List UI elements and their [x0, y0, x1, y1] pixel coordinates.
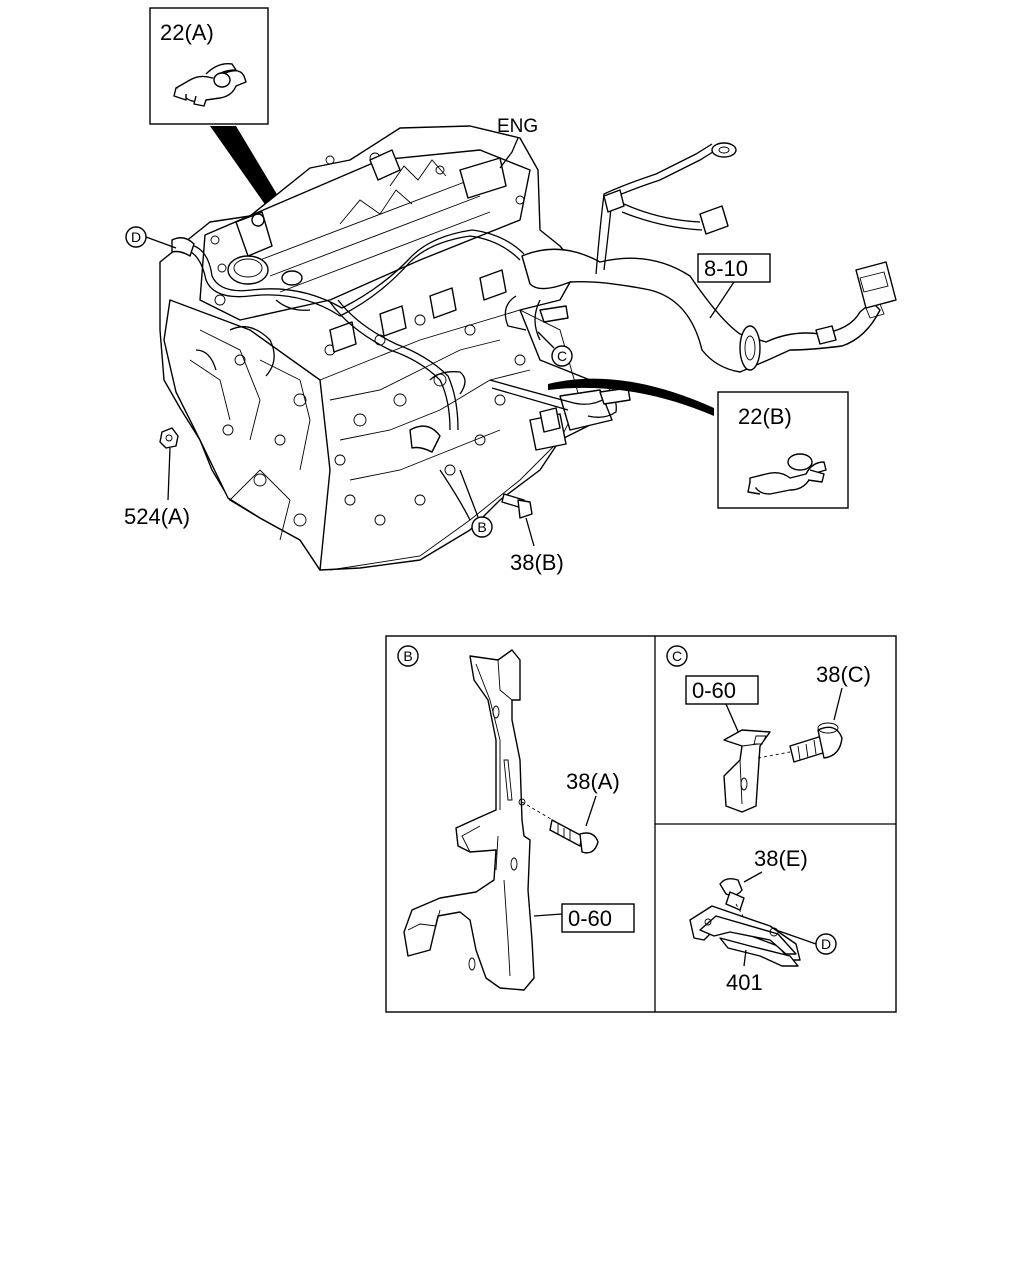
bolt-38c [757, 722, 843, 763]
panel-b-letter: B [403, 648, 412, 664]
detail-22a-frame [149, 7, 269, 125]
ref-c-callout: C [537, 331, 573, 367]
ref-c-letter: C [557, 348, 567, 364]
ref-b-letter: B [477, 519, 486, 535]
harness-8-10-label: 8-10 [704, 256, 748, 281]
bolt-38b-label: 38(B) [510, 550, 564, 575]
bracket-c-box [685, 675, 759, 705]
harness-8-10-leader [709, 281, 735, 319]
detail-22a: 22(A) [149, 7, 269, 125]
part-401-label: 401 [726, 970, 763, 995]
bracket-c-drawing [723, 729, 771, 813]
eng-leader [499, 137, 519, 169]
panel-b: B 38(A) 0-60 [397, 645, 635, 991]
eng-label: ENG [497, 116, 538, 137]
panel-c-letter: C [672, 648, 682, 664]
ref-d-callout: D [125, 226, 177, 249]
bolt-38a-label: 38(A) [566, 769, 620, 794]
harness-8-10 [489, 142, 897, 418]
bolt-38e [719, 877, 745, 919]
clip-22a-icon [173, 63, 247, 107]
detail-22a-label: 22(A) [160, 20, 214, 45]
bracket-b-box [561, 903, 635, 933]
harness-8-10-box [697, 253, 771, 283]
bolt-38c-label: 38(C) [816, 662, 871, 687]
panel-d: 38(E) D 401 [689, 846, 837, 995]
bolt-38b: 38(B) [501, 493, 564, 575]
leader-22b [548, 378, 714, 416]
bolt-38a [521, 801, 599, 854]
bracket-c-label: 0-60 [692, 678, 736, 703]
bracket-b-label: 0-60 [568, 906, 612, 931]
detail-22b-label: 22(B) [738, 404, 792, 429]
engine-assembly [159, 125, 613, 571]
detail-22b: 22(B) [717, 391, 849, 509]
bracket-b-drawing [403, 649, 535, 991]
panel-d-ref-letter: D [821, 936, 831, 952]
ref-d-letter: D [131, 229, 141, 245]
bracket-401-drawing [689, 905, 801, 967]
clip-22b-icon [747, 453, 827, 495]
detail-panels [385, 635, 897, 1013]
panel-c: C 0-60 38(C) [666, 645, 871, 813]
nut-524a-label: 524(A) [124, 504, 190, 529]
ref-b-callout: B [459, 469, 493, 538]
nut-524a: 524(A) [124, 427, 190, 529]
bolt-38e-label: 38(E) [754, 846, 808, 871]
